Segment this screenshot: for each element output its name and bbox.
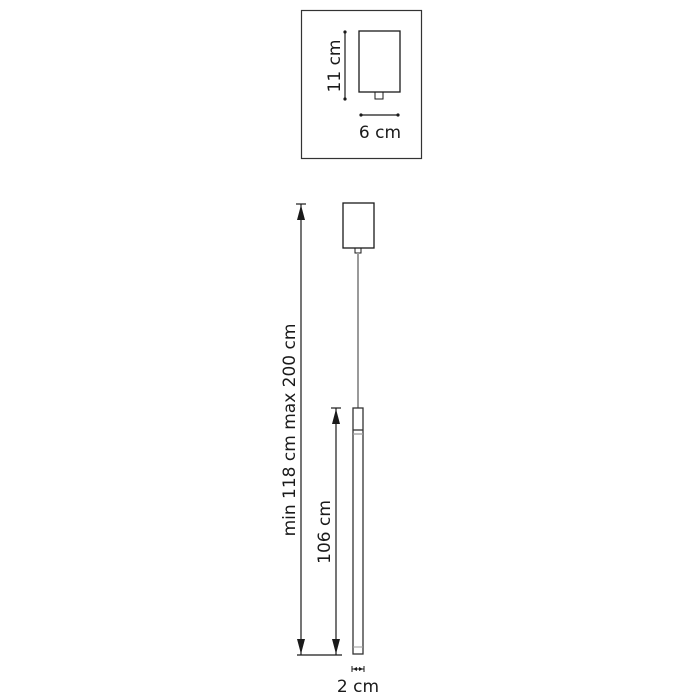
pendant-lamp [342, 202, 375, 655]
arrow-right-icon [359, 667, 363, 671]
canopy-outline [358, 30, 401, 93]
arrow-left-icon [353, 667, 357, 671]
tube-diameter-label: 2 cm [337, 677, 379, 697]
tube-diameter-dimension: 2 cm [337, 666, 379, 697]
dim-dot [343, 97, 347, 101]
detail-frame [300, 9, 423, 160]
arrow-down-icon [297, 639, 305, 654]
arrow-up-icon [297, 205, 305, 220]
total-height-label: min 118 cm max 200 cm [280, 324, 300, 537]
canopy-detail-panel: 11 cm 6 cm [300, 9, 423, 160]
arrow-up-icon [332, 409, 340, 424]
dim-dot [359, 113, 363, 117]
arrow-down-icon [332, 639, 340, 654]
tube-length-dimension: 106 cm [315, 407, 341, 655]
canopy-height-label: 11 cm [325, 40, 345, 93]
canopy-width-label: 6 cm [359, 123, 401, 143]
dim-dot [343, 30, 347, 34]
canopy-connector [374, 91, 384, 100]
dim-dot [396, 113, 400, 117]
total-height-dimension: min 118 cm max 200 cm [280, 203, 306, 655]
canopy [342, 202, 375, 249]
light-tube [352, 407, 364, 655]
canopy-connector [354, 247, 362, 254]
tube-length-label: 106 cm [315, 500, 335, 564]
